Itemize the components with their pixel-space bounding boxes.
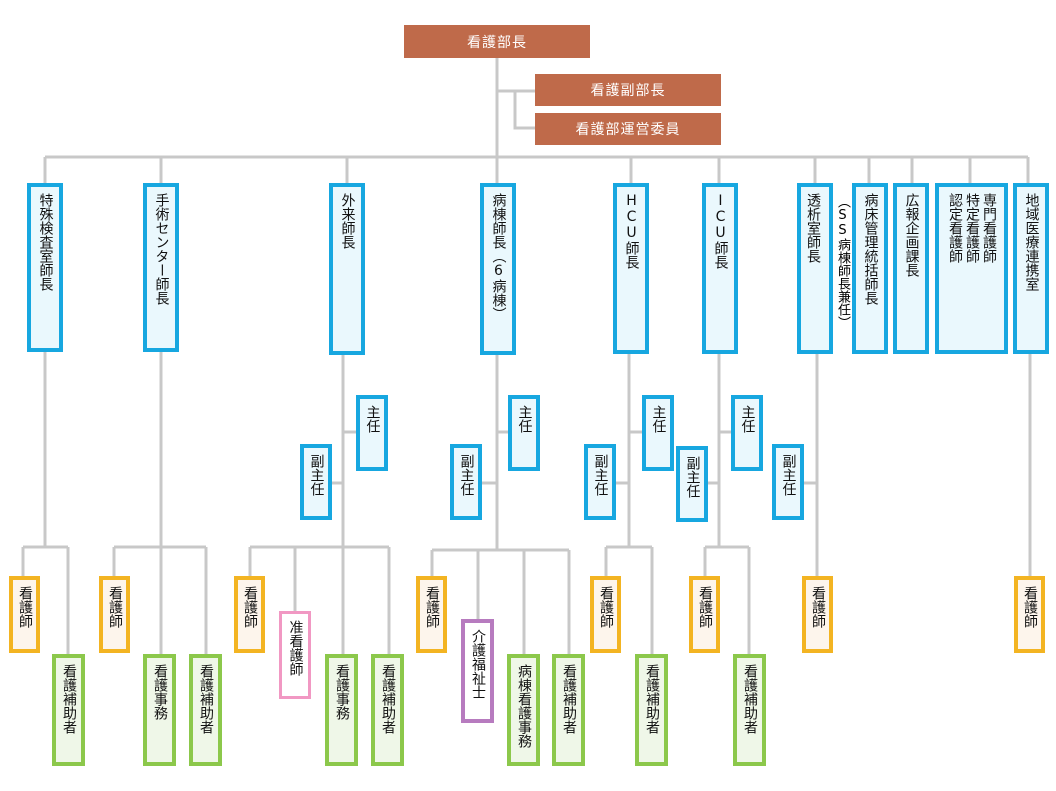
nursing-assistant-ward: 看護補助者 bbox=[552, 654, 585, 766]
chief-icu-label: 主任 bbox=[739, 405, 756, 433]
deputy-chief-dialysis-label: 副主任 bbox=[780, 454, 797, 496]
manager-surgery-center: 手術センター師長 bbox=[143, 183, 179, 352]
steering-committee-label: 看護部運営委員 bbox=[575, 122, 681, 138]
nurse-hcu: 看護師 bbox=[590, 576, 621, 653]
nurse-ward: 看護師 bbox=[416, 576, 447, 653]
manager-ward-label: 病棟師長（6病棟） bbox=[490, 193, 507, 321]
nursing-assistant-hcu: 看護補助者 bbox=[635, 654, 668, 766]
nurse-label: 看護師 bbox=[810, 586, 826, 628]
deputy-director-label: 看護副部長 bbox=[590, 83, 666, 99]
nursing-assistant-surgery: 看護補助者 bbox=[189, 654, 222, 766]
ward-nursing-clerk-label: 病棟看護事務 bbox=[516, 664, 532, 748]
manager-pr-planning: 広報企画課長 bbox=[893, 183, 929, 354]
deputy-chief-ward: 副主任 bbox=[450, 444, 482, 520]
deputy-chief-dialysis: 副主任 bbox=[772, 444, 804, 520]
nursing-clerk-label: 看護事務 bbox=[152, 664, 168, 720]
nursing-assistant-label: 看護補助者 bbox=[742, 664, 758, 734]
manager-surgery-center-label: 手術センター師長 bbox=[153, 193, 170, 305]
manager-pr-planning-label: 広報企画課長 bbox=[903, 193, 920, 277]
nursing-director-label: 看護部長 bbox=[467, 34, 527, 51]
chief-icu: 主任 bbox=[731, 395, 763, 471]
nursing-clerk-label: 看護事務 bbox=[334, 664, 350, 720]
nurse-label: 看護師 bbox=[1022, 586, 1038, 628]
nursing-assistant-label: 看護補助者 bbox=[61, 664, 77, 734]
certified-nurse-label: 認定看護師 bbox=[947, 193, 963, 263]
manager-icu-label: ICU師長 bbox=[712, 193, 729, 269]
deputy-director-box: 看護副部長 bbox=[535, 74, 721, 106]
ward-nursing-clerk: 病棟看護事務 bbox=[507, 654, 540, 766]
nurse-special-exam: 看護師 bbox=[9, 576, 40, 653]
manager-hcu: HCU師長 bbox=[613, 183, 649, 354]
manager-dialysis-note: （SS病棟師長兼任） bbox=[835, 195, 850, 329]
manager-icu: ICU師長 bbox=[702, 183, 738, 354]
deputy-chief-hcu: 副主任 bbox=[584, 444, 616, 520]
deputy-chief-icu-label: 副主任 bbox=[684, 456, 701, 498]
nursing-assistant-icu: 看護補助者 bbox=[733, 654, 766, 766]
deputy-chief-outpatient-label: 副主任 bbox=[308, 454, 325, 496]
nurse-label: 看護師 bbox=[697, 586, 713, 628]
care-worker-label: 介護福祉士 bbox=[470, 629, 486, 699]
nurse-icu: 看護師 bbox=[689, 576, 720, 653]
associate-nurse: 准看護師 bbox=[279, 611, 311, 699]
nursing-assistant-label: 看護補助者 bbox=[561, 664, 577, 734]
nursing-assistant-label: 看護補助者 bbox=[380, 664, 396, 734]
chief-outpatient-label: 主任 bbox=[364, 405, 381, 433]
nursing-assistant-label: 看護補助者 bbox=[198, 664, 214, 734]
community-liaison-label: 地域医療連携室 bbox=[1023, 193, 1040, 291]
nurse-label: 看護師 bbox=[424, 586, 440, 628]
nurse-label: 看護師 bbox=[242, 586, 258, 628]
nurse-label: 看護師 bbox=[107, 586, 123, 628]
chief-hcu-label: 主任 bbox=[650, 405, 667, 433]
steering-committee-box: 看護部運営委員 bbox=[535, 113, 721, 145]
manager-outpatient: 外来師長 bbox=[329, 183, 365, 355]
nurse-surgery: 看護師 bbox=[99, 576, 130, 653]
deputy-chief-icu: 副主任 bbox=[676, 446, 708, 522]
nursing-assistant-outpatient: 看護補助者 bbox=[371, 654, 404, 766]
community-liaison-office: 地域医療連携室 bbox=[1013, 183, 1049, 354]
manager-bed-control: 病床管理統括師長 bbox=[852, 183, 888, 354]
manager-special-exam: 特殊検査室師長 bbox=[27, 183, 63, 352]
certified-nurses-box: 認定看護師 特定看護師 専門看護師 bbox=[935, 183, 1008, 354]
deputy-chief-outpatient: 副主任 bbox=[300, 444, 332, 520]
nursing-director-box: 看護部長 bbox=[404, 25, 590, 58]
manager-special-exam-label: 特殊検査室師長 bbox=[37, 193, 54, 291]
chief-hcu: 主任 bbox=[642, 395, 674, 471]
nursing-clerk-surgery: 看護事務 bbox=[143, 654, 176, 766]
chief-ward-label: 主任 bbox=[516, 405, 533, 433]
chief-ward: 主任 bbox=[508, 395, 540, 471]
nurse-outpatient: 看護師 bbox=[234, 576, 265, 653]
nurse-label: 看護師 bbox=[17, 586, 33, 628]
chief-outpatient: 主任 bbox=[356, 395, 388, 471]
nurse-community: 看護師 bbox=[1014, 576, 1045, 653]
nursing-assistant-label: 看護補助者 bbox=[644, 664, 660, 734]
nurse-dialysis: 看護師 bbox=[802, 576, 833, 653]
nursing-clerk-outpatient: 看護事務 bbox=[325, 654, 358, 766]
manager-dialysis: 透析室師長 bbox=[797, 183, 833, 354]
manager-dialysis-label: 透析室師長 bbox=[805, 193, 821, 263]
deputy-chief-hcu-label: 副主任 bbox=[592, 454, 609, 496]
nurse-label: 看護師 bbox=[598, 586, 614, 628]
manager-ward: 病棟師長（6病棟） bbox=[480, 183, 516, 355]
deputy-chief-ward-label: 副主任 bbox=[458, 454, 475, 496]
manager-hcu-label: HCU師長 bbox=[623, 193, 640, 269]
associate-nurse-label: 准看護師 bbox=[287, 620, 304, 676]
specialist-nurse-label: 専門看護師 bbox=[981, 193, 997, 263]
nursing-assistant-special-exam: 看護補助者 bbox=[52, 654, 85, 766]
manager-dialysis-note-wrap: （SS病棟師長兼任） bbox=[833, 195, 851, 345]
manager-outpatient-label: 外来師長 bbox=[339, 193, 356, 249]
manager-bed-control-label: 病床管理統括師長 bbox=[862, 193, 879, 305]
care-worker: 介護福祉士 bbox=[461, 619, 494, 723]
specified-nurse-label: 特定看護師 bbox=[964, 193, 980, 263]
